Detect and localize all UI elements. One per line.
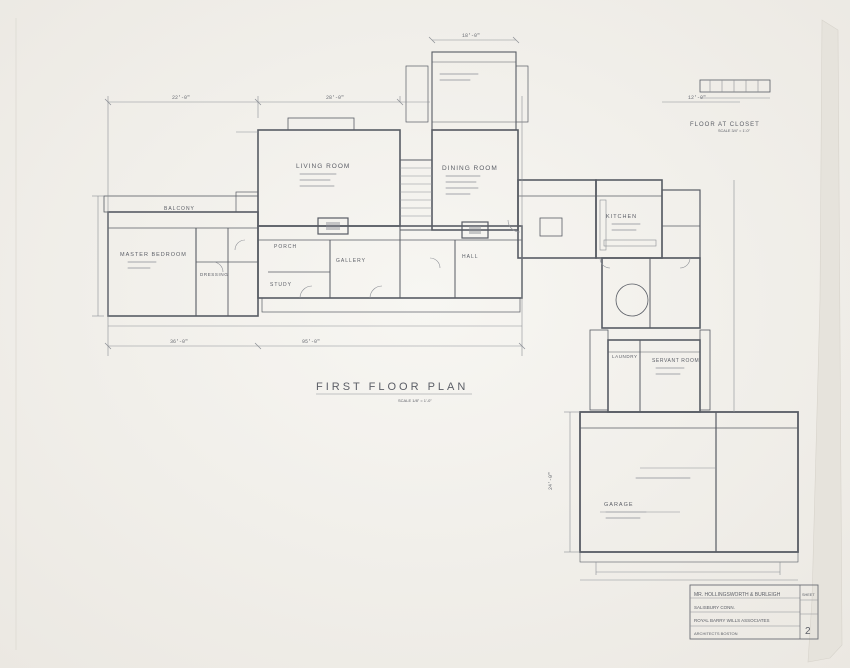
detail-title: FLOOR AT CLOSET <box>690 122 760 128</box>
room-label-living: LIVING ROOM <box>296 163 350 170</box>
title-block-architect: ROYAL BARRY WILLS ASSOCIATES <box>694 618 770 623</box>
room-label-kitchen: KITCHEN <box>606 214 637 220</box>
title-block-owner: MR. HOLLINGSWORTH & BURLEIGH <box>694 592 781 598</box>
floor-plan-main-house <box>103 51 711 413</box>
room-label-garage: GARAGE <box>604 502 634 508</box>
title-block-location: SALISBURY CONN. <box>694 605 735 610</box>
dim-left-lower: 36'-0" <box>170 339 188 345</box>
dimension-ticks <box>104 36 526 350</box>
paper-edge <box>807 19 843 663</box>
room-label-dining: DINING ROOM <box>442 165 498 172</box>
title-block: MR. HOLLINGSWORTH & BURLEIGH SALISBURY C… <box>689 584 819 640</box>
room-label-hall: HALL <box>462 254 479 260</box>
detail-scale: SCALE 3/4" = 1'-0" <box>718 129 751 133</box>
dim-top-left: 22'-0" <box>172 95 190 101</box>
title-block-address: ARCHITECTS BOSTON <box>694 631 738 636</box>
dim-wing-width: 12'-0" <box>688 95 706 101</box>
door-swings <box>212 219 691 299</box>
plan-title: FIRST FLOOR PLAN <box>316 381 468 393</box>
dimension-labels: 95'-0" 36'-0" 28'-0" 22'-0" 18'-0" 24'-0… <box>170 33 706 490</box>
room-labels: LIVING ROOM DINING ROOM KITCHEN MASTER B… <box>120 163 699 508</box>
room-label-servant: SERVANT ROOM <box>652 358 699 364</box>
garage-block <box>579 411 799 575</box>
sheet-number: 2 <box>805 626 811 637</box>
dim-top-mid: 28'-0" <box>326 95 344 101</box>
room-label-master: MASTER BEDROOM <box>120 252 187 258</box>
room-label-porch: PORCH <box>274 244 297 250</box>
plan-scale: SCALE 1/8" = 1'-0" <box>398 398 432 403</box>
dim-garage-height: 24'-0" <box>548 472 554 490</box>
closet-floor-detail <box>699 79 771 99</box>
room-label-gallery: GALLERY <box>336 258 366 264</box>
room-label-laundry: LAUNDRY <box>612 354 638 359</box>
title-block-sheet-label: SHEET <box>802 593 815 597</box>
dimension-lines <box>92 39 798 581</box>
room-notes <box>127 73 691 519</box>
room-label-study: STUDY <box>270 282 292 288</box>
dim-overall-lower: 95'-0" <box>302 339 320 345</box>
room-label-balcony: BALCONY <box>164 206 195 212</box>
room-label-dressing: DRESSING <box>200 272 228 277</box>
dim-top-court: 18'-0" <box>462 33 480 39</box>
